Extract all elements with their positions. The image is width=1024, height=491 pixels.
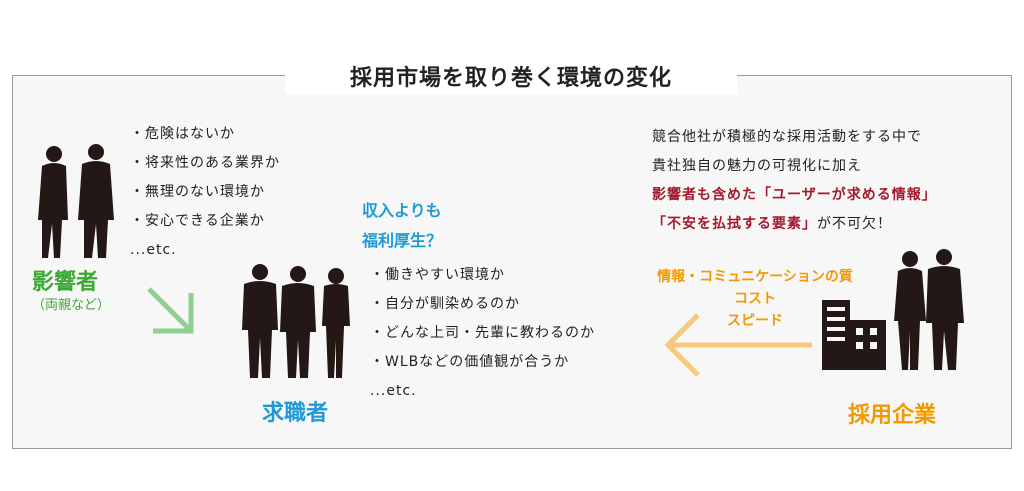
list-item: ...etc. xyxy=(370,383,417,399)
list-item: ・WLBなどの価値観が合うか xyxy=(370,354,570,370)
message-emphasis: 「不安を払拭する要素」 xyxy=(652,216,817,232)
message-line: 競合他社が積極的な採用活動をする中で xyxy=(652,129,922,145)
list-item: ・将来性のある業界か xyxy=(130,155,280,171)
company-building-and-people-icon xyxy=(822,249,964,370)
page-title: 採用市場を取り巻く環境の変化 xyxy=(285,58,737,94)
offer-item: 情報・コミュニケーションの質 xyxy=(657,269,853,285)
question-line: 収入よりも xyxy=(362,201,442,220)
offer-item: コスト xyxy=(734,291,776,307)
list-item: ・危険はないか xyxy=(130,126,235,142)
employer-offers: 情報・コミュニケーションの質 コスト スピード xyxy=(640,266,870,332)
arrow-down-right-icon xyxy=(147,287,194,334)
job-seekers-concerns: ・働きやすい環境か ・自分が馴染めるのか ・どんな上司・先輩に教わるのか ・WL… xyxy=(370,261,595,406)
employer-message: 競合他社が積極的な採用活動をする中で 貴社独自の魅力の可視化に加え 影響者も含め… xyxy=(652,123,937,239)
list-item: ・どんな上司・先輩に教わるのか xyxy=(370,325,595,341)
influencers-sublabel: （両親など） xyxy=(32,298,111,313)
list-item: ・働きやすい環境か xyxy=(370,267,505,283)
employers-label: 採用企業 xyxy=(848,403,937,428)
offer-item: スピード xyxy=(727,313,783,329)
job-seekers-silhouette xyxy=(242,264,350,378)
question-line: 福利厚生？ xyxy=(362,231,443,250)
job-seekers-label: 求職者 xyxy=(262,401,329,426)
message-line: 貴社独自の魅力の可視化に加え xyxy=(652,158,862,174)
job-seekers-question: 収入よりも 福利厚生？ xyxy=(362,196,442,256)
influencers-concerns: ・危険はないか ・将来性のある業界か ・無理のない環境か ・安心できる企業か .… xyxy=(130,120,280,265)
list-item: ...etc. xyxy=(130,242,177,258)
influencers-label: 影響者 xyxy=(32,270,99,295)
list-item: ・無理のない環境か xyxy=(130,184,265,200)
message-text: が不可欠！ xyxy=(817,216,892,232)
list-item: ・安心できる企業か xyxy=(130,213,265,229)
message-line-emphasis: 影響者も含めた「ユーザーが求める情報」 xyxy=(652,187,937,203)
diagram-frame xyxy=(12,75,1012,449)
list-item: ・自分が馴染めるのか xyxy=(370,296,520,312)
influencers-silhouette xyxy=(38,144,114,258)
arrow-left-icon xyxy=(664,313,812,377)
